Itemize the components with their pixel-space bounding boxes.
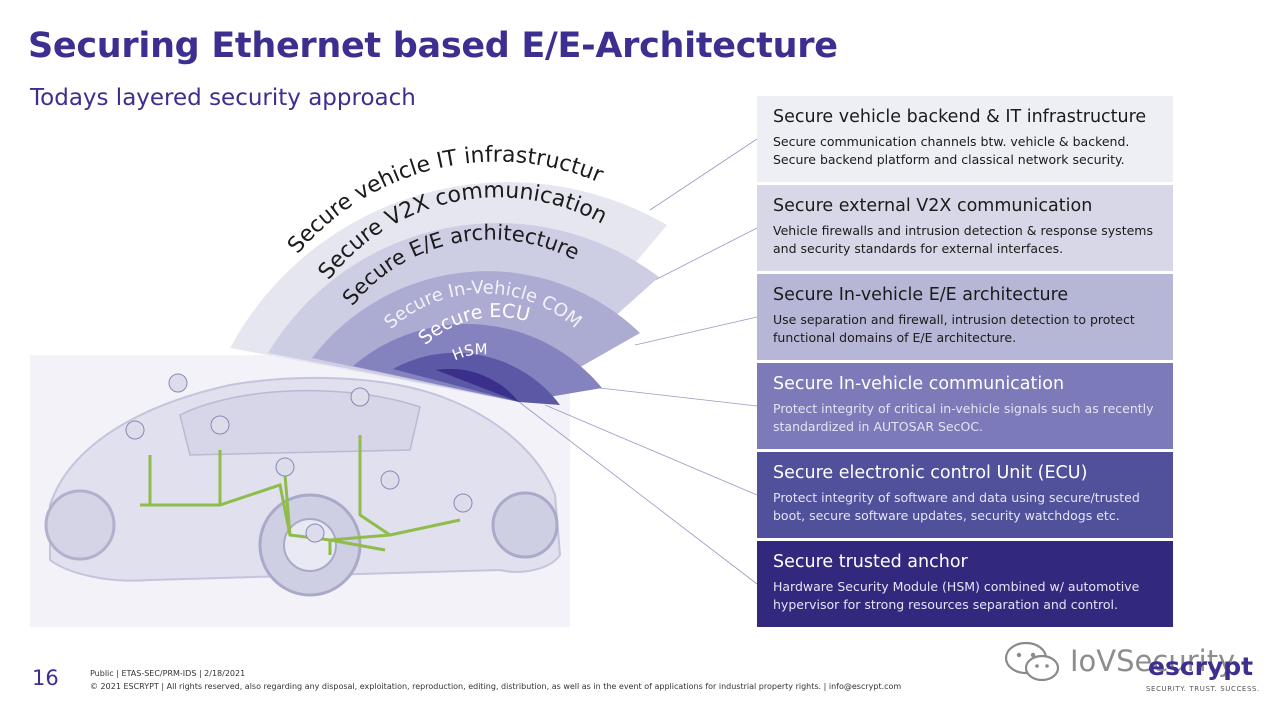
wechat-icon xyxy=(1004,641,1060,682)
layer-panel-heading: Secure electronic control Unit (ECU) xyxy=(773,463,1088,483)
layer-panel-backend: Secure vehicle backend & IT infrastructu… xyxy=(757,96,1173,182)
layer-panel-v2x: Secure external V2X communication Vehicl… xyxy=(757,185,1173,271)
brand-tagline: SECURITY. TRUST. SUCCESS. xyxy=(1146,685,1260,693)
layer-panel-description: Vehicle firewalls and intrusion detectio… xyxy=(773,223,1153,256)
footer-classification: Public | ETAS-SEC/PRM-IDS | 2/18/2021 xyxy=(90,669,246,678)
layer-panel-heading: Secure vehicle backend & IT infrastructu… xyxy=(773,107,1147,127)
layer-panel-in-vehicle-com: Secure In-vehicle communication Protect … xyxy=(757,363,1173,449)
layer-panel-heading: Secure trusted anchor xyxy=(773,552,968,572)
layer-panel-heading: Secure In-vehicle communication xyxy=(773,374,1065,394)
layer-panel-description: Protect integrity of software and data u… xyxy=(773,490,1140,523)
page-number: 16 xyxy=(32,666,59,690)
layer-panel-heading: Secure In-vehicle E/E architecture xyxy=(773,285,1069,305)
slide-subtitle: Todays layered security approach xyxy=(30,85,416,111)
layer-panel-description: Protect integrity of critical in-vehicle… xyxy=(773,401,1154,434)
layer-panel-ecu: Secure electronic control Unit (ECU) Pro… xyxy=(757,452,1173,538)
layer-panel-trusted-anchor: Secure trusted anchor Hardware Security … xyxy=(757,541,1173,627)
slide-title: Securing Ethernet based E/E-Architecture xyxy=(28,26,838,66)
footer-copyright: © 2021 ESCRYPT | All rights reserved, al… xyxy=(90,682,902,691)
escrypt-logo: escrypt xyxy=(1148,652,1254,681)
car-illustration xyxy=(30,355,570,627)
layer-panel-description: Secure communication channels btw. vehic… xyxy=(773,134,1130,167)
layer-panel-description: Use separation and firewall, intrusion d… xyxy=(773,312,1135,345)
layer-panel-heading: Secure external V2X communication xyxy=(773,196,1093,216)
layer-panel-ee-architecture: Secure In-vehicle E/E architecture Use s… xyxy=(757,274,1173,360)
layer-arc-hsm xyxy=(436,368,519,402)
svg-text:HSM: HSM xyxy=(450,340,488,364)
watermark-text: IoVSecurity xyxy=(1070,644,1236,678)
arc-label-hsm: HSM xyxy=(450,340,488,364)
layer-panel-description: Hardware Security Module (HSM) combined … xyxy=(773,579,1140,612)
